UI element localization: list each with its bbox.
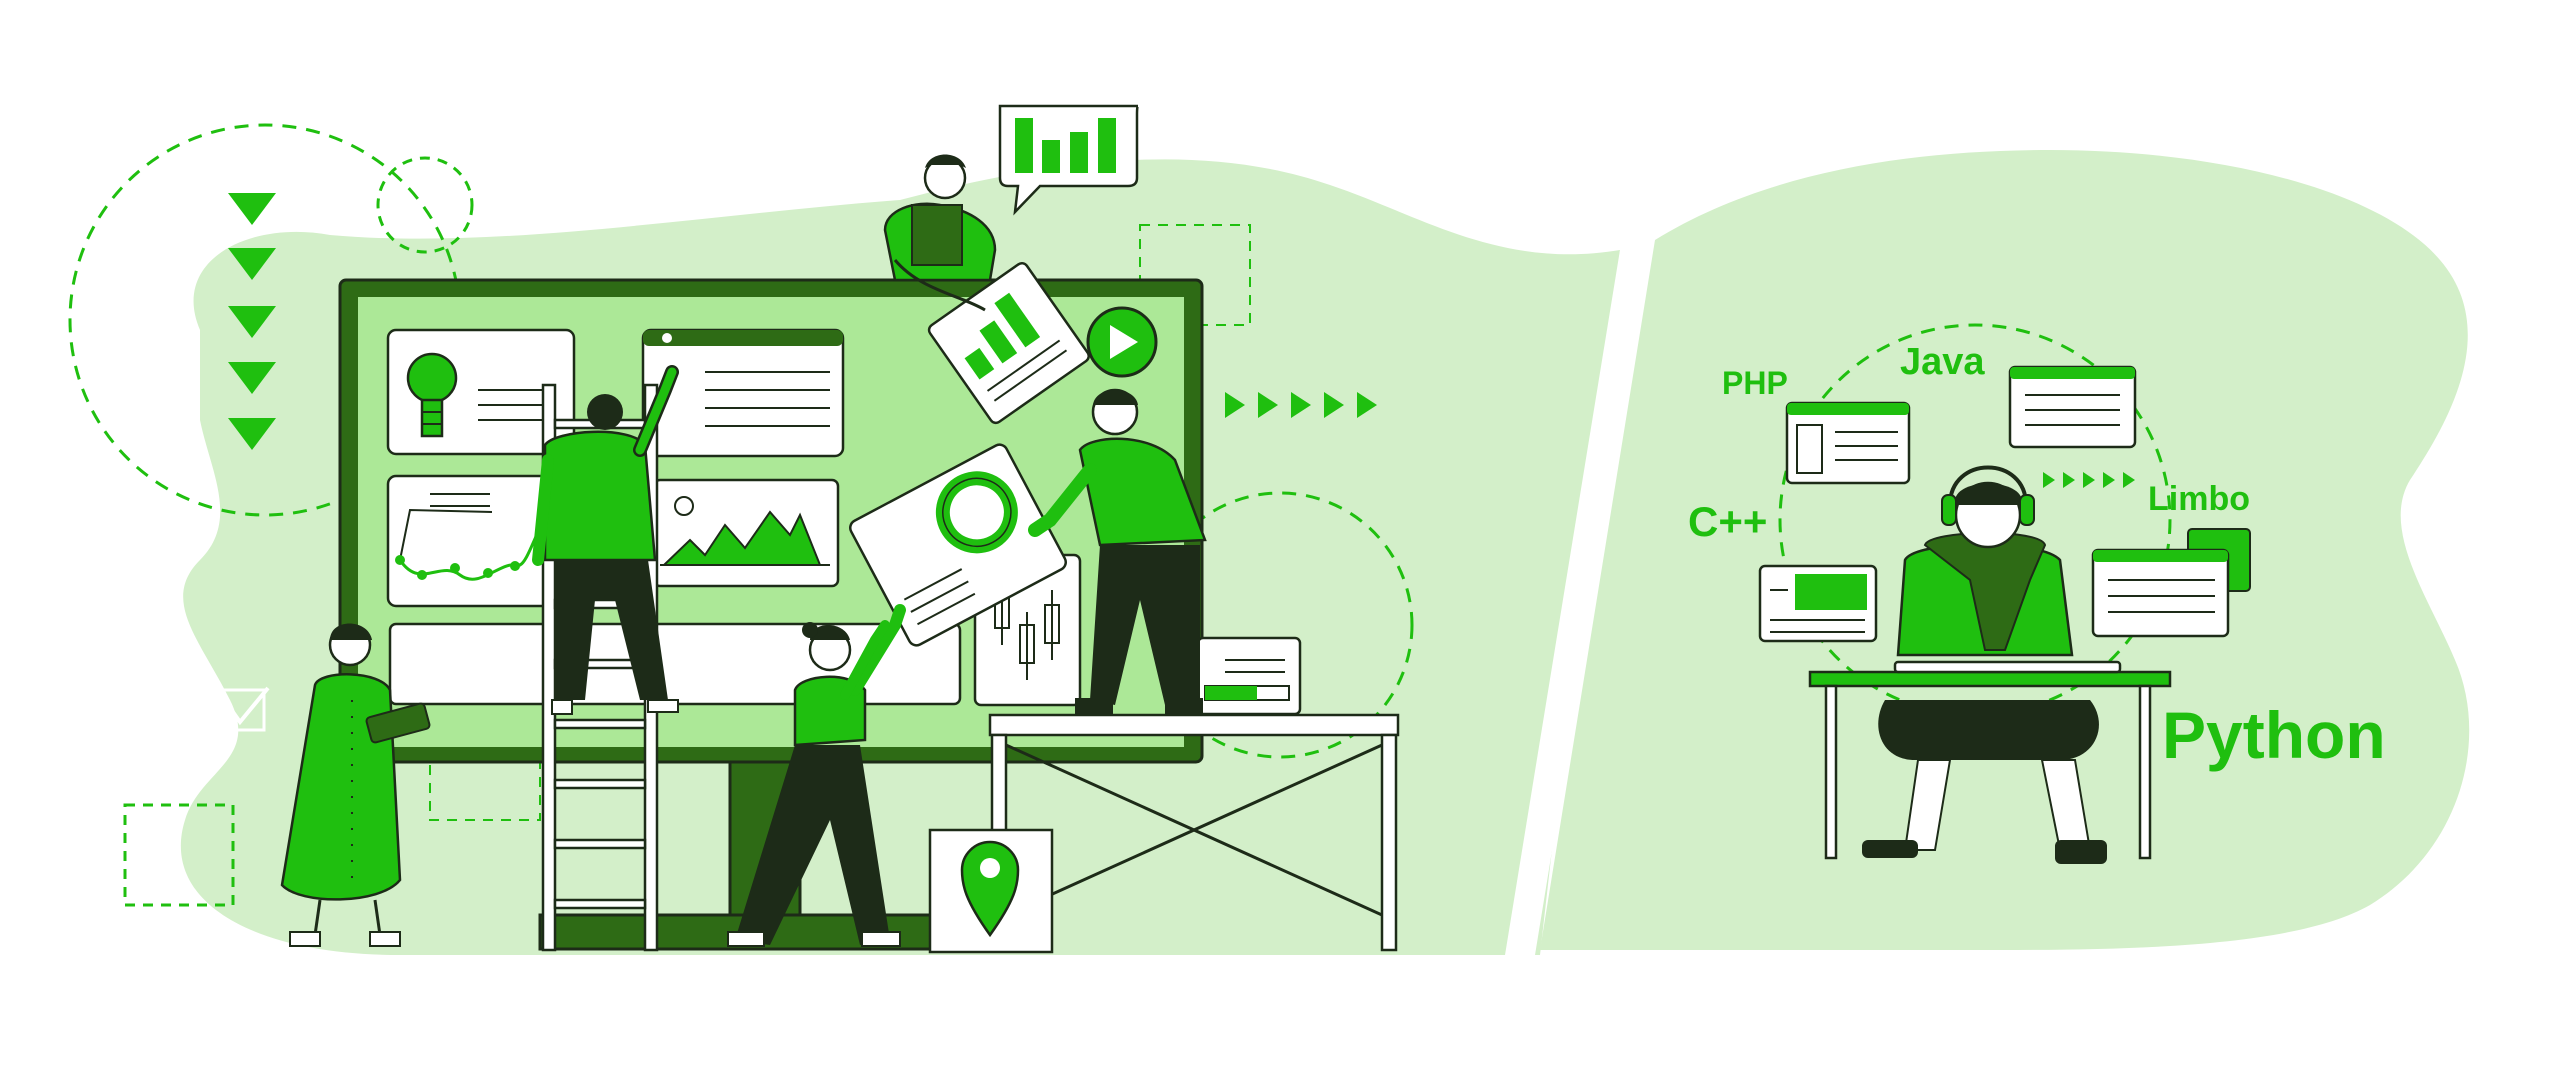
language-label-cpp: C++ (1688, 498, 1767, 545)
developer-person (1862, 465, 2107, 864)
divider-slash (1505, 250, 1650, 955)
code-window-php (1785, 401, 1911, 485)
person-right (1028, 388, 1207, 714)
language-label-php: PHP (1722, 365, 1788, 401)
bar-chart-icon (998, 104, 1139, 216)
screen-card-text (641, 328, 845, 458)
person-with-tablet (280, 623, 431, 947)
lightbulb-icon (406, 352, 458, 438)
right-scene: PHP Java C++ Limbo Python (1540, 150, 2470, 950)
right-arrows (1225, 392, 1377, 418)
donut-chart-icon (849, 443, 1067, 647)
screen-card-line-chart (386, 474, 560, 608)
dashed-circle-small (376, 156, 474, 254)
dashed-square-left (123, 803, 235, 907)
play-icon (1086, 306, 1158, 378)
dashed-circle-code (1778, 323, 2172, 717)
screen-card-area-chart (652, 478, 840, 588)
language-label-python: Python (2162, 698, 2386, 772)
language-label-java: Java (1900, 341, 1985, 383)
code-window-java (2008, 365, 2137, 449)
check-icon (220, 686, 270, 732)
work-table (988, 713, 1400, 952)
progress-card (1196, 636, 1302, 716)
code-window-limbo (2091, 528, 2251, 638)
small-right-arrows (2043, 472, 2135, 488)
code-window-cpp (1758, 564, 1878, 643)
dashed-square-top (1139, 224, 1251, 326)
down-arrows (228, 193, 276, 450)
developer-desk (1808, 660, 2172, 860)
location-pin-icon (928, 828, 1054, 954)
left-scene (68, 104, 1621, 956)
person-lifting (727, 604, 906, 947)
person-top (883, 154, 997, 312)
screen-card-idea (386, 328, 576, 456)
language-label-limbo: Limbo (2148, 480, 2250, 518)
headphones-icon (1941, 465, 2035, 526)
person-on-ladder (532, 365, 679, 715)
